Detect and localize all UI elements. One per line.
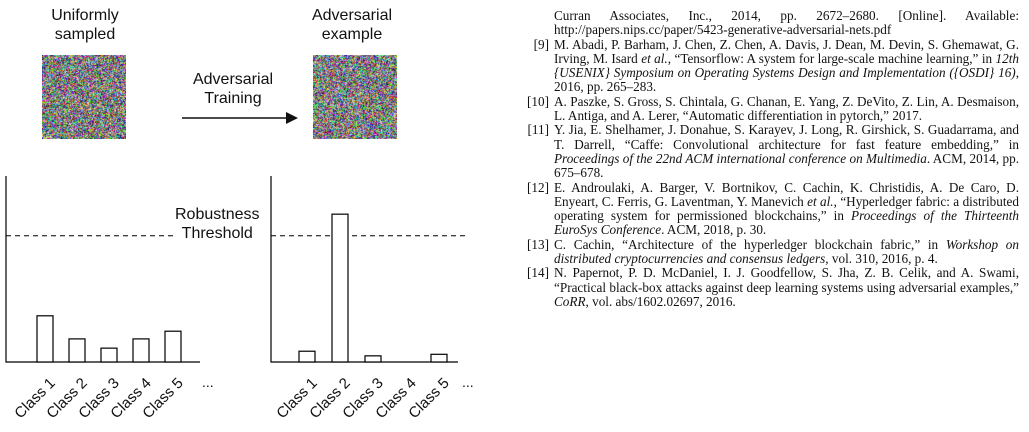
adversarial-noise-image [313, 55, 397, 139]
reference-text: N. Papernot, P. D. McDaniel, I. J. Goodf… [554, 265, 1019, 295]
arrow-icon [182, 112, 298, 124]
reference-item: [12] E. Androulaki, A. Barger, V. Bortnik… [522, 179, 1019, 238]
bar-class-5 [164, 330, 182, 363]
bar-class-4 [132, 338, 150, 363]
reference-italic-text: 12th {USENIX} Symposium on Operating Sys… [554, 50, 1019, 81]
reference-text: , “Hyperledger fabric: a distributed ope… [554, 193, 1019, 224]
uniform-sample-title: Uniformly sampled [51, 7, 119, 43]
bar-class-1 [36, 315, 54, 363]
reference-item: [11] Y. Jia, E. Shelhamer, J. Donahue, S.… [522, 123, 1019, 180]
reference-italic-text: Proceedings of the 22nd ACM internationa… [554, 150, 927, 166]
right-ellipsis: ... [462, 374, 474, 390]
bar-class-3 [364, 355, 382, 363]
reference-text: , 2016, pp. 265–283. [554, 65, 1019, 95]
bar-class-5 [430, 353, 448, 363]
reference-text: E. Androulaki, A. Barger, V. Bortnikov, … [554, 179, 1019, 209]
bar-class-2 [68, 338, 86, 363]
reference-italic-text: et al. [807, 193, 834, 209]
reference-italic-text: et al. [641, 50, 668, 66]
reference-items: [9] M. Abadi, P. Barham, J. Chen, Z. Chen… [522, 36, 1019, 310]
reference-text: . ACM, 2018, p. 30. [661, 222, 767, 238]
bar-class-2 [331, 213, 349, 363]
reference-text: C. Cachin, “Architecture of the hyperled… [554, 236, 946, 252]
reference-number: [10] [527, 93, 549, 109]
uniform-noise-image [42, 55, 126, 139]
reference-number: [11] [527, 122, 549, 138]
figure: Uniformly sampled Adversarial example Ad… [5, 7, 474, 422]
reference-item: [9] M. Abadi, P. Barham, J. Chen, Z. Chen… [522, 36, 1019, 95]
reference-text: , vol. 310, 2016, p. 4. [825, 251, 938, 267]
reference-number: [12] [527, 179, 549, 195]
reference-italic-text: CoRR [554, 293, 586, 309]
adversarial-training-label: Adversarial Training [192, 71, 274, 107]
reference-continuation: Curran Associates, Inc., 2014, pp. 2672–… [554, 8, 1019, 38]
robustness-threshold-label: Robustness Threshold [173, 205, 262, 243]
reference-item: [14] N. Papernot, P. D. McDaniel, I. J. G… [522, 266, 1019, 309]
bar-chart [5, 176, 468, 363]
reference-text: Y. Jia, E. Shelhamer, J. Donahue, S. Kar… [554, 122, 1019, 152]
reference-text: A. Paszke, S. Gross, S. Chintala, G. Cha… [554, 93, 1019, 124]
reference-text: , vol. abs/1602.02697, 2016. [585, 293, 736, 309]
adversarial-example-title: Adversarial example [311, 7, 393, 43]
reference-list: Curran Associates, Inc., 2014, pp. 2672–… [522, 0, 1019, 309]
bar-class-1 [298, 350, 316, 363]
reference-text: . ACM, 2014, pp. 675–678. [554, 150, 1019, 181]
reference-text: M. Abadi, P. Barham, J. Chen, Z. Chen, A… [554, 36, 1019, 66]
left-ellipsis: ... [202, 374, 214, 390]
reference-text: , “Tensorflow: A system for large-scale … [667, 50, 996, 66]
reference-number: [9] [533, 36, 549, 52]
reference-italic-text: Proceedings of the Thirteenth EuroSys Co… [554, 208, 1019, 238]
reference-item: [10] A. Paszke, S. Gross, S. Chintala, G.… [522, 93, 1019, 124]
reference-number: [14] [527, 265, 549, 281]
bar-class-3 [100, 347, 118, 363]
chart-axes [270, 176, 458, 363]
reference-item: [13] C. Cachin, “Architecture of the hype… [522, 236, 1019, 267]
reference-number: [13] [527, 236, 549, 252]
reference-italic-text: Workshop on distributed cryptocurrencies… [554, 236, 1019, 267]
